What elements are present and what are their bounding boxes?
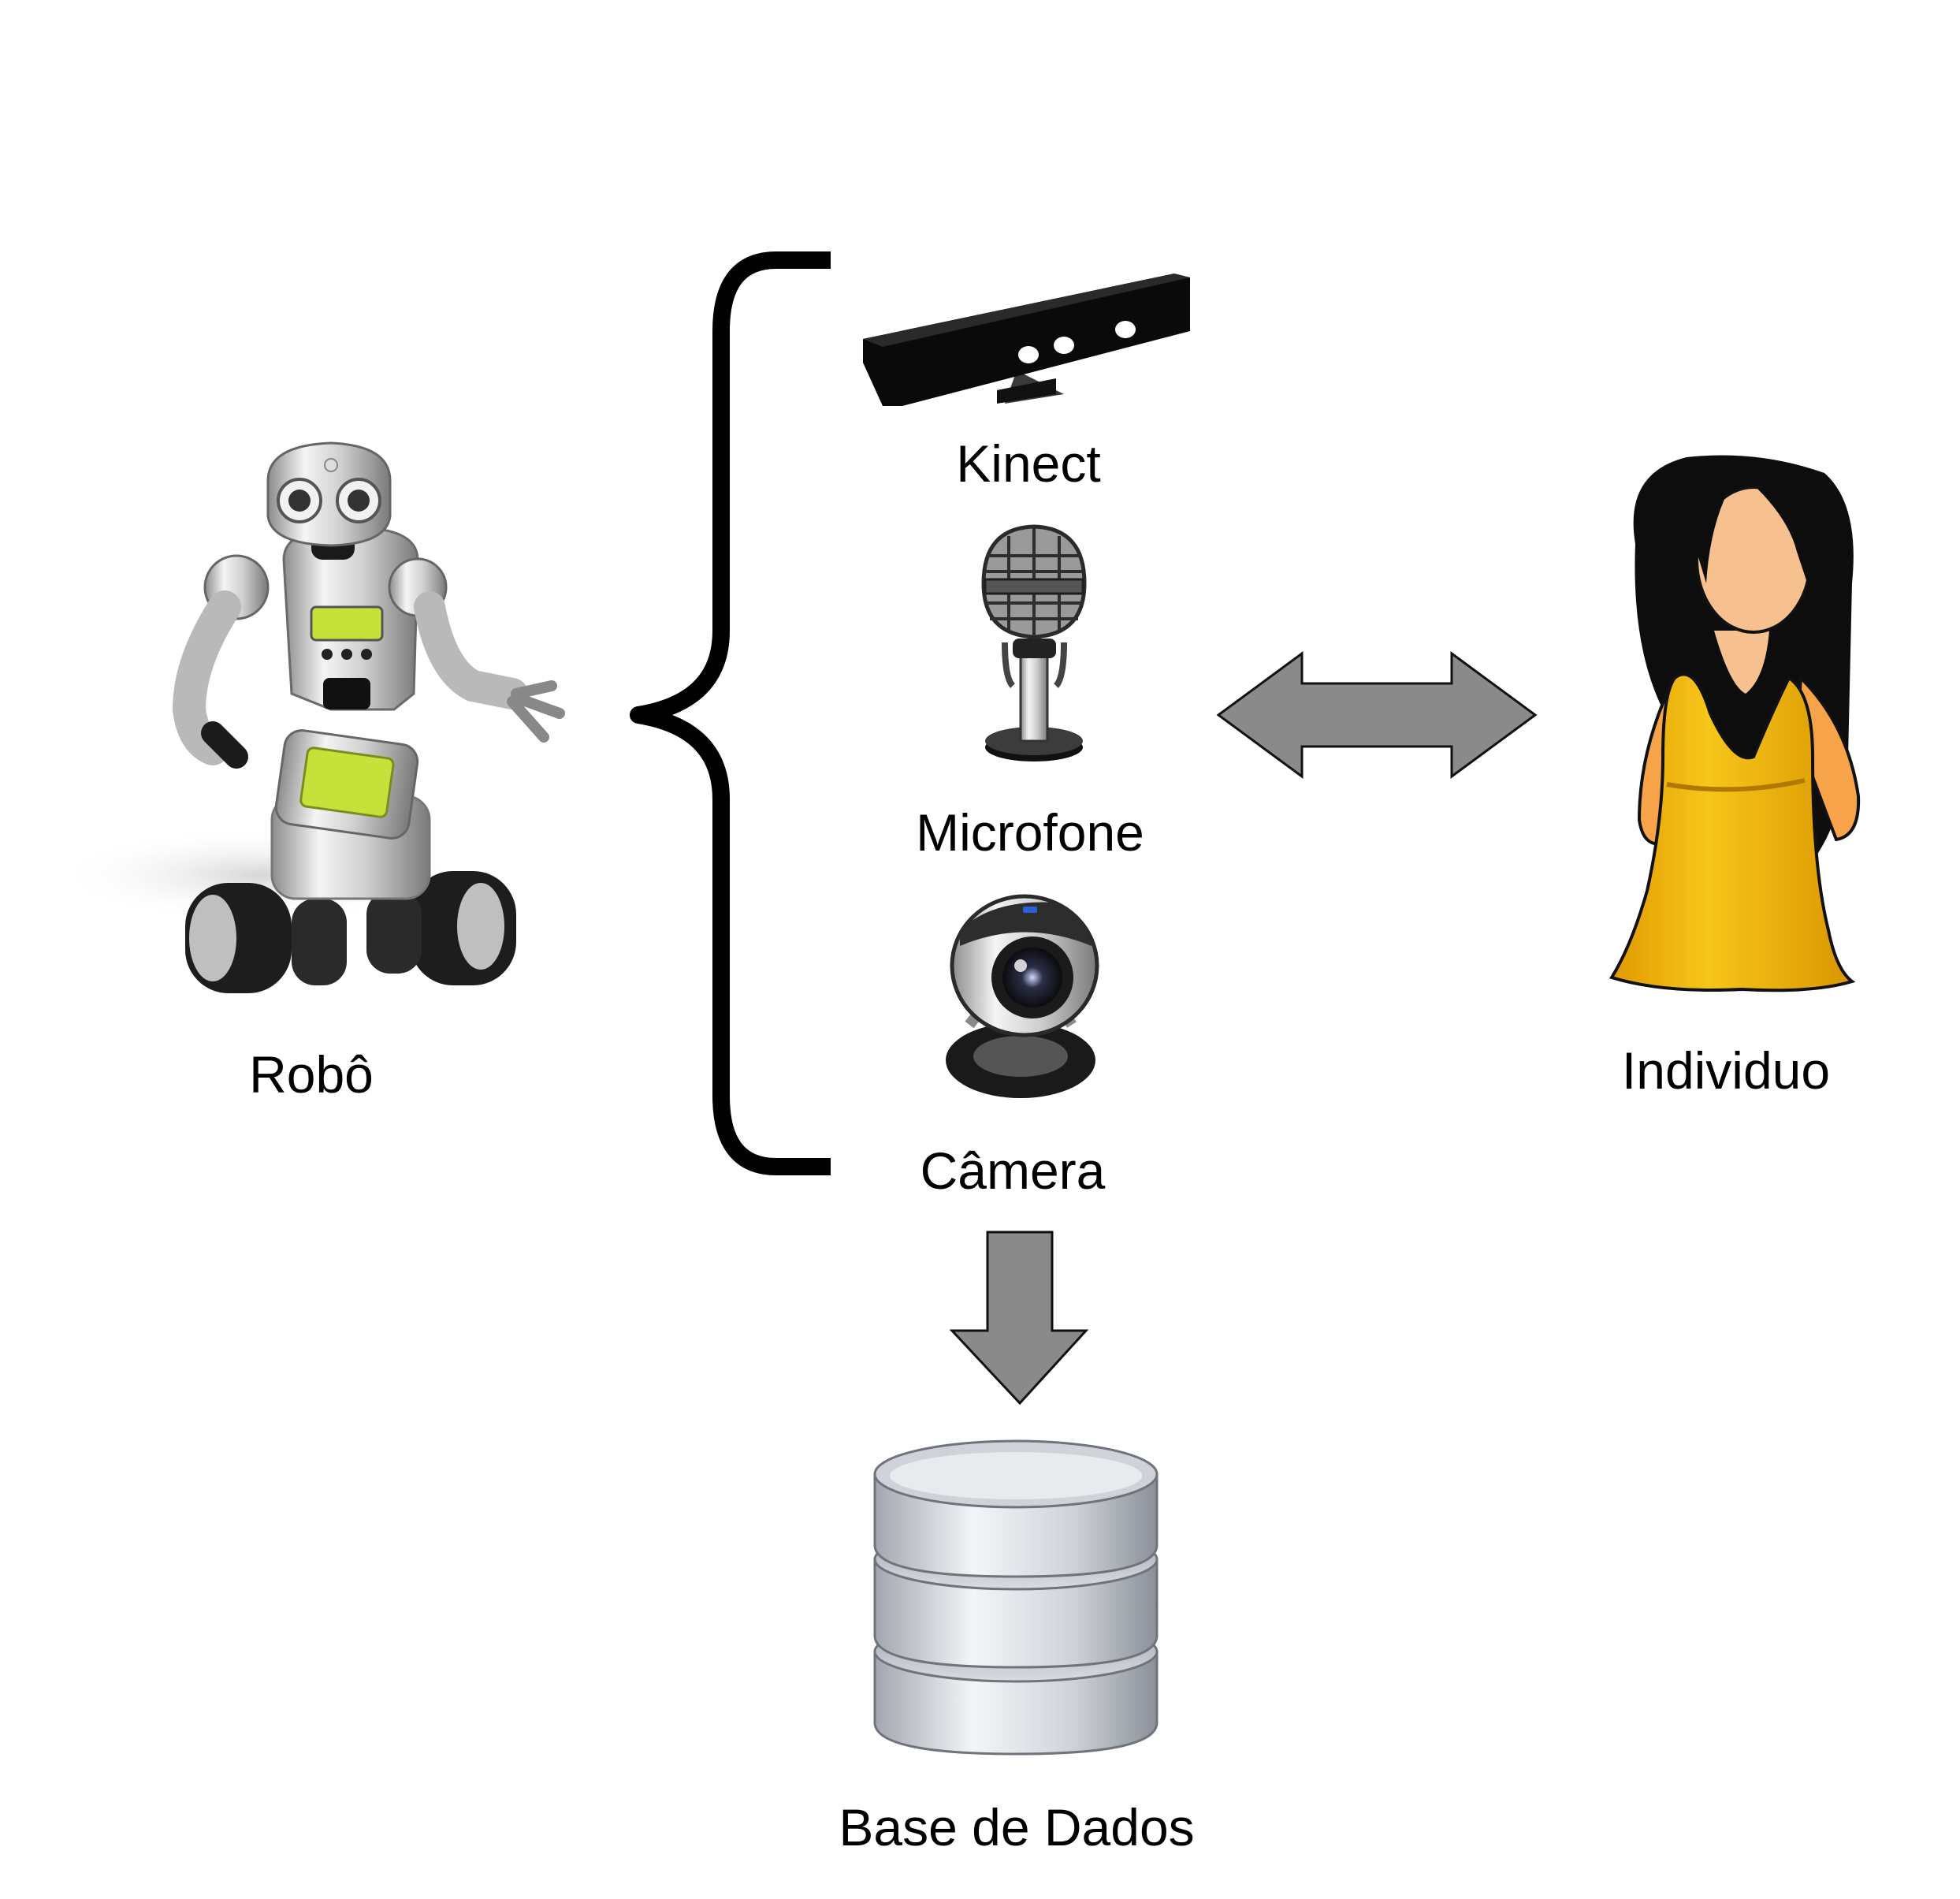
microphone-icon [981, 524, 1087, 761]
webcam-icon [946, 894, 1099, 1098]
database-label: Base de Dados [839, 1798, 1195, 1856]
kinect-label: Kinect [956, 434, 1101, 493]
robot-label: Robô [249, 1045, 374, 1104]
database-icon [873, 1439, 1159, 1756]
person-label: Individuo [1621, 1041, 1831, 1100]
camera-label: Câmera [920, 1141, 1106, 1200]
grouping-brace [630, 251, 831, 1175]
kinect-icon [863, 274, 1190, 406]
bidirectional-arrow [1216, 651, 1538, 779]
person-icon [1609, 455, 1861, 992]
robot-icon [55, 441, 565, 993]
microphone-label: Microfone [916, 803, 1144, 862]
down-arrow [949, 1231, 1089, 1406]
